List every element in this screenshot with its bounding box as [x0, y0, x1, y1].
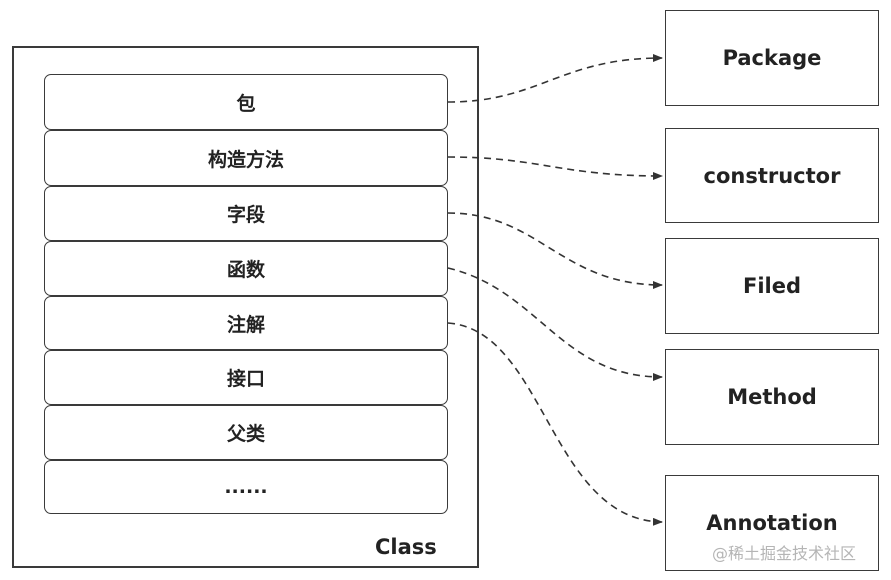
class-row-label: 父类 [226, 423, 265, 445]
class-row-annotation: 注解 [44, 296, 448, 350]
target-package: Package [665, 10, 879, 106]
arrow-package [447, 54, 663, 103]
class-row-more: ...... [44, 460, 448, 514]
watermark: @稀土掘金技术社区 [712, 544, 857, 563]
class-row-label: 构造方法 [207, 148, 284, 171]
class-row-interface: 接口 [44, 350, 448, 405]
class-row-package: 包 [44, 74, 448, 130]
class-row-superclass: 父类 [44, 405, 448, 460]
class-label: Class [375, 535, 437, 559]
target-label: Annotation [706, 511, 838, 535]
arrow-method [447, 267, 663, 381]
class-row-label: 包 [236, 92, 256, 115]
target-annotation: Annotation [665, 475, 879, 571]
target-label: Filed [742, 274, 802, 298]
target-label: constructor [703, 163, 841, 188]
target-label: Method [727, 385, 817, 409]
class-row-label: 函数 [226, 259, 265, 281]
class-row-field: 字段 [44, 186, 448, 241]
arrow-constructor [447, 156, 663, 180]
class-row-label: 接口 [226, 368, 265, 390]
class-row-label: 注解 [226, 313, 265, 336]
target-label: Package [722, 46, 822, 70]
class-row-label: ...... [224, 476, 268, 498]
target-constructor: constructor [665, 128, 879, 223]
arrow-annotation [447, 322, 663, 526]
target-field: Filed [665, 238, 879, 334]
arrow-field [447, 212, 663, 289]
target-method: Method [665, 349, 879, 445]
class-row-constructor: 构造方法 [44, 130, 448, 186]
class-row-method: 函数 [44, 241, 448, 296]
class-row-label: 字段 [226, 204, 265, 226]
